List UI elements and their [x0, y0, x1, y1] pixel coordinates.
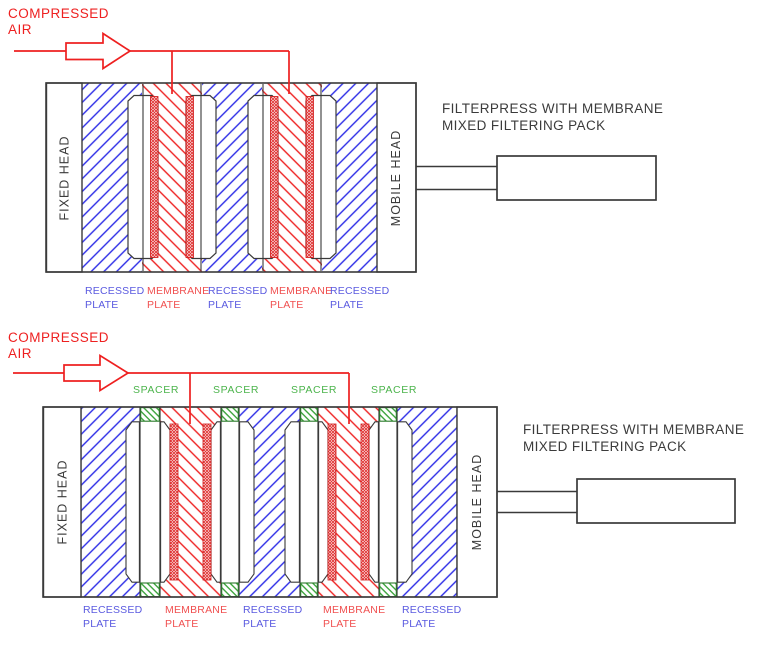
- top-title-line1: FILTERPRESS WITH MEMBRANE: [442, 101, 664, 116]
- bottom-fixed-head: FIXED HEAD: [43, 407, 81, 597]
- bottom-compressed-air-line2: AIR: [8, 346, 33, 361]
- top-compressed-air-line1: COMPRESSED: [8, 6, 110, 21]
- top-compressed-air-label: COMPRESSED AIR: [8, 6, 109, 38]
- top-title-line2: MIXED FILTERING PACK: [442, 118, 606, 133]
- top-fixed-head-label: FIXED HEAD: [57, 134, 72, 221]
- bottom-closing-ram: [497, 478, 736, 524]
- bottom-plate-recesses: [125, 421, 413, 583]
- bottom-diagram-title: FILTERPRESS WITH MEMBRANE MIXED FILTERIN…: [523, 421, 744, 455]
- bottom-pack-frame: [42, 406, 498, 598]
- top-plate-label-1: RECESSED PLATE: [85, 285, 145, 311]
- bottom-mobile-head-label: MOBILE HEAD: [470, 453, 484, 551]
- top-fixed-head: FIXED HEAD: [46, 83, 82, 272]
- bottom-title-line2: MIXED FILTERING PACK: [523, 439, 687, 454]
- bottom-compressed-air-line1: COMPRESSED: [8, 330, 110, 345]
- top-mobile-head-label: MOBILE HEAD: [389, 129, 404, 226]
- top-mobile-head: MOBILE HEAD: [377, 83, 416, 272]
- spacer-label-3: SPACER: [291, 384, 337, 396]
- top-compressed-air-line2: AIR: [8, 22, 33, 37]
- top-compressed-air-arrow: [14, 31, 290, 94]
- top-plate-joint-lines: [142, 84, 322, 271]
- top-diagram-title: FILTERPRESS WITH MEMBRANE MIXED FILTERIN…: [442, 100, 663, 134]
- spacer-label-4: SPACER: [371, 384, 417, 396]
- bottom-mobile-head: MOBILE HEAD: [457, 407, 497, 597]
- bottom-membranes: [169, 423, 370, 581]
- bottom-compressed-air-label: COMPRESSED AIR: [8, 330, 109, 362]
- bottom-plate-label-2: MEMBRANE PLATE: [165, 604, 228, 630]
- bottom-plate-label-4: MEMBRANE PLATE: [323, 604, 386, 630]
- top-plate-label-2: MEMBRANE PLATE: [147, 285, 210, 311]
- top-mobile-head-box: [376, 82, 417, 273]
- top-plate-label-5: RECESSED PLATE: [330, 285, 390, 311]
- bottom-compressed-air-arrow: [13, 353, 350, 424]
- bottom-plate-label-1: RECESSED PLATE: [83, 604, 143, 630]
- spacer-label-1: SPACER: [133, 384, 179, 396]
- bottom-title-line1: FILTERPRESS WITH MEMBRANE: [523, 422, 745, 437]
- top-closing-ram: [416, 155, 657, 201]
- bottom-filterpress-art: [13, 353, 736, 598]
- top-membranes: [150, 96, 314, 258]
- bottom-plate-label-3: RECESSED PLATE: [243, 604, 303, 630]
- spacer-label-2: SPACER: [213, 384, 259, 396]
- top-filterpress-art: [14, 31, 657, 273]
- top-plate-label-4: MEMBRANE PLATE: [270, 285, 333, 311]
- bottom-fixed-head-box: [42, 406, 82, 598]
- top-pack-frame: [45, 82, 417, 273]
- bottom-plate-label-5: RECESSED PLATE: [402, 604, 462, 630]
- bottom-fixed-head-label: FIXED HEAD: [55, 459, 70, 545]
- top-plate-label-3: RECESSED PLATE: [208, 285, 268, 311]
